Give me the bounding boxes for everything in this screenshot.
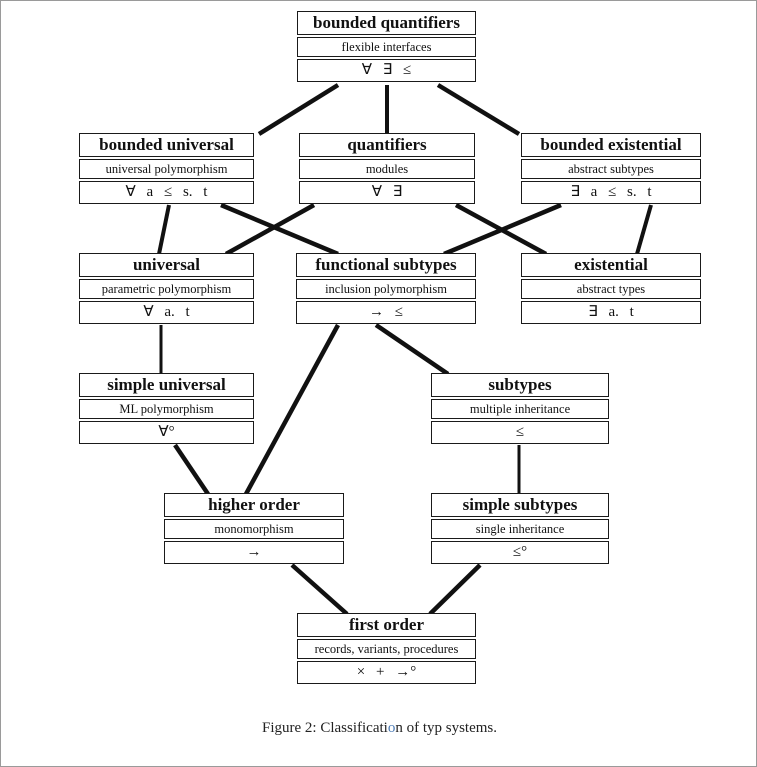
node-title: existential bbox=[521, 253, 701, 277]
node-bounded-existential: bounded existential abstract subtypes ∃ … bbox=[521, 133, 701, 204]
node-symbols: ∀ ∃ bbox=[299, 181, 475, 204]
node-subtitle: records, variants, procedures bbox=[297, 639, 476, 659]
node-functional-subtypes: functional subtypes inclusion polymorphi… bbox=[296, 253, 476, 324]
figure-caption: Figure 2: Classification of typ systems. bbox=[1, 720, 756, 737]
node-symbols: ≤° bbox=[431, 541, 609, 564]
node-title: quantifiers bbox=[299, 133, 475, 157]
edge-bounded-universal-to-functional-subtypes bbox=[220, 202, 339, 257]
node-symbols: ∀ a. t bbox=[79, 301, 254, 324]
node-symbols: ∀ ∃ ≤ bbox=[297, 59, 476, 82]
node-subtitle: flexible interfaces bbox=[297, 37, 476, 57]
caption-text: Figure 2: Classificati bbox=[262, 720, 388, 736]
node-subtypes: subtypes multiple inheritance ≤ bbox=[431, 373, 609, 444]
edge-functional-subtypes-to-subtypes bbox=[374, 323, 450, 376]
caption-text: n of typ systems. bbox=[395, 720, 497, 736]
node-title: bounded universal bbox=[79, 133, 254, 157]
node-symbols: → bbox=[164, 541, 344, 564]
node-title: first order bbox=[297, 613, 476, 637]
node-symbols: ≤ bbox=[431, 421, 609, 444]
node-title: higher order bbox=[164, 493, 344, 517]
node-existential: existential abstract types ∃ a. t bbox=[521, 253, 701, 324]
node-subtitle: universal polymorphism bbox=[79, 159, 254, 179]
node-subtitle: abstract subtypes bbox=[521, 159, 701, 179]
node-symbols: × + →° bbox=[297, 661, 476, 684]
node-quantifiers: quantifiers modules ∀ ∃ bbox=[299, 133, 475, 204]
edge-functional-subtypes-to-higher-order bbox=[244, 323, 340, 496]
edge-simple-universal-to-higher-order bbox=[173, 443, 210, 496]
node-title: functional subtypes bbox=[296, 253, 476, 277]
node-subtitle: parametric polymorphism bbox=[79, 279, 254, 299]
node-symbols: → ≤ bbox=[296, 301, 476, 324]
node-title: bounded existential bbox=[521, 133, 701, 157]
node-higher-order: higher order monomorphism → bbox=[164, 493, 344, 564]
node-title: simple universal bbox=[79, 373, 254, 397]
caption-artifact-char: o bbox=[387, 720, 396, 736]
node-symbols: ∃ a ≤ s. t bbox=[521, 181, 701, 204]
node-title: subtypes bbox=[431, 373, 609, 397]
node-simple-subtypes: simple subtypes single inheritance ≤° bbox=[431, 493, 609, 564]
node-title: bounded quantifiers bbox=[297, 11, 476, 35]
node-bounded-quantifiers: bounded quantifiers flexible interfaces … bbox=[297, 11, 476, 82]
node-bounded-universal: bounded universal universal polymorphism… bbox=[79, 133, 254, 204]
node-title: simple subtypes bbox=[431, 493, 609, 517]
edge-bounded-quantifiers-to-bounded-existential bbox=[436, 83, 521, 136]
edge-bounded-existential-to-functional-subtypes bbox=[443, 202, 562, 257]
edge-bounded-quantifiers-to-bounded-universal bbox=[257, 83, 340, 136]
edge-quantifiers-to-universal bbox=[224, 203, 316, 256]
edge-bounded-universal-to-universal bbox=[157, 204, 171, 255]
edge-simple-subtypes-to-first-order bbox=[428, 563, 482, 616]
node-universal: universal parametric polymorphism ∀ a. t bbox=[79, 253, 254, 324]
node-first-order: first order records, variants, procedure… bbox=[297, 613, 476, 684]
node-subtitle: monomorphism bbox=[164, 519, 344, 539]
node-subtitle: modules bbox=[299, 159, 475, 179]
edge-bounded-existential-to-existential bbox=[635, 204, 653, 255]
node-subtitle: single inheritance bbox=[431, 519, 609, 539]
node-subtitle: abstract types bbox=[521, 279, 701, 299]
node-simple-universal: simple universal ML polymorphism ∀° bbox=[79, 373, 254, 444]
node-subtitle: inclusion polymorphism bbox=[296, 279, 476, 299]
node-subtitle: ML polymorphism bbox=[79, 399, 254, 419]
edge-higher-order-to-first-order bbox=[290, 563, 349, 616]
node-symbols: ∀° bbox=[79, 421, 254, 444]
node-symbols: ∀ a ≤ s. t bbox=[79, 181, 254, 204]
node-symbols: ∃ a. t bbox=[521, 301, 701, 324]
node-title: universal bbox=[79, 253, 254, 277]
node-subtitle: multiple inheritance bbox=[431, 399, 609, 419]
